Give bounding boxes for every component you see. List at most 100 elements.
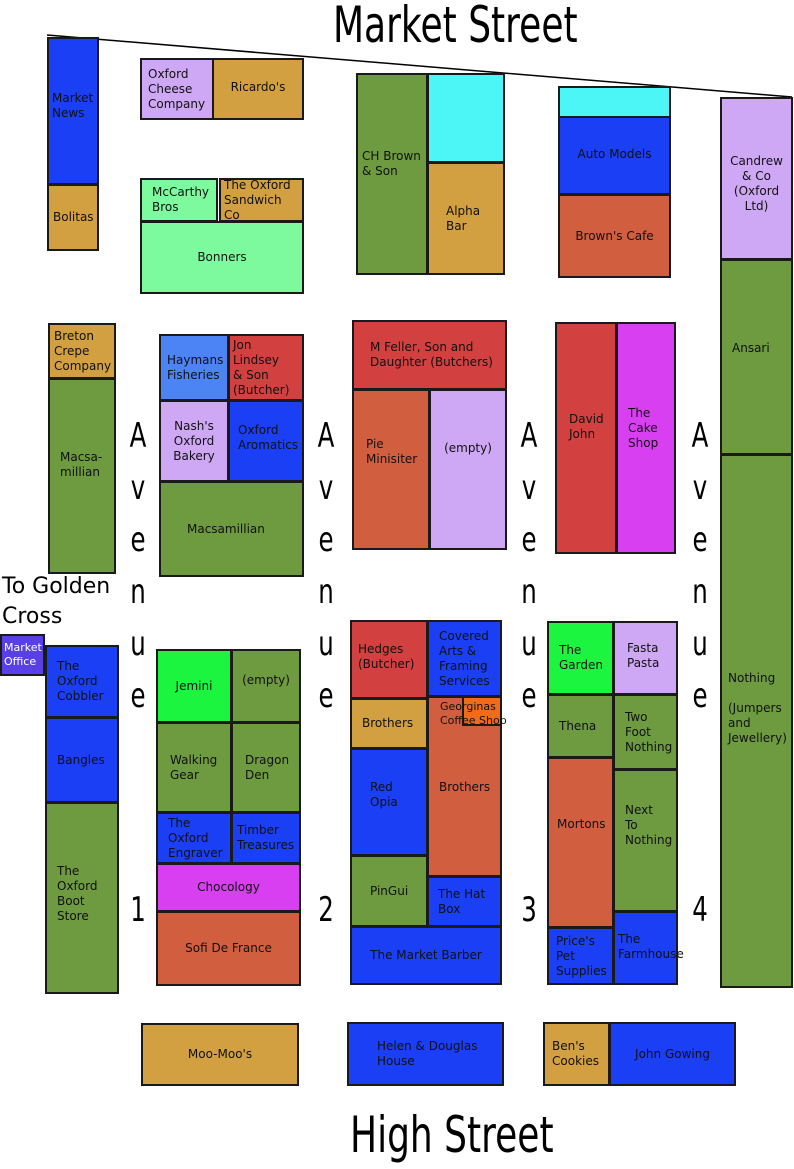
- shop-bangles[interactable]: Bangles: [45, 717, 119, 803]
- shop-thena[interactable]: Thena: [547, 694, 614, 758]
- shop-bonners[interactable]: Bonners: [140, 221, 304, 294]
- shop-empty-avenue2[interactable]: (empty): [429, 389, 507, 550]
- shop-label: The Oxford Boot Store: [57, 864, 98, 923]
- shop-label: Macsamillian: [187, 521, 265, 536]
- shop-pingui[interactable]: PinGui: [350, 855, 428, 927]
- shop-label: CH Brown & Son: [362, 149, 421, 178]
- avenue-4-number: 4: [692, 890, 708, 930]
- shop-label: Next To Nothing: [625, 803, 673, 847]
- shop-m-feller-butchers[interactable]: M Feller, Son and Daughter (Butchers): [352, 320, 507, 390]
- shop-label: Bolitas: [53, 210, 94, 224]
- shop-label: [439, 75, 500, 161]
- shop-label: [570, 88, 666, 116]
- shop-label: Alpha Bar: [446, 203, 481, 233]
- shop-label: Covered Arts & Framing Services: [439, 628, 490, 688]
- shop-cyan-unit[interactable]: [427, 73, 505, 163]
- shop-jemini[interactable]: Jemini: [156, 649, 232, 723]
- shop-the-hat-box[interactable]: The Hat Box: [427, 876, 502, 927]
- shop-label: Moo-Moo's: [187, 1047, 253, 1061]
- shop-david-john[interactable]: David John: [555, 322, 617, 554]
- shop-dragon-den[interactable]: Dragon Den: [231, 722, 301, 813]
- shop-helen-and-douglas-house[interactable]: Helen & Douglas House: [347, 1022, 504, 1086]
- shop-oxford-aromatics[interactable]: Oxford Aromatics: [228, 400, 304, 482]
- shop-label: Timber Treasures: [237, 823, 295, 852]
- shop-macsamillian[interactable]: Macsamillian: [159, 481, 304, 577]
- shop-label: Oxford Aromatics: [238, 423, 299, 452]
- shop-label: The Hat Box: [438, 886, 486, 916]
- shop-walking-gear[interactable]: Walking Gear: [156, 722, 232, 813]
- shop-label: Sofi De France: [185, 941, 272, 955]
- shop-ch-brown-and-son[interactable]: CH Brown & Son: [356, 73, 428, 275]
- avenue-3-number: 3: [521, 890, 537, 930]
- shop-label: Bonners: [197, 250, 247, 264]
- shop-candrew-and-co[interactable]: Candrew & Co (Oxford Ltd): [720, 97, 793, 260]
- shop-oxford-boot-store[interactable]: The Oxford Boot Store: [45, 802, 119, 994]
- high-street-label: High Street: [350, 1106, 554, 1164]
- shop-nothing-jumpers-jewellery[interactable]: Nothing (Jumpers and Jewellery): [720, 454, 793, 988]
- shop-timber-treasures[interactable]: Timber Treasures: [231, 812, 301, 864]
- shop-the-farmhouse[interactable]: The Farmhouse: [613, 911, 684, 985]
- shop-nashs-oxford-bakery[interactable]: Nash's Oxford Bakery: [159, 400, 229, 482]
- shop-the-garden[interactable]: The Garden: [547, 621, 614, 695]
- shop-label: Jon Lindsey & Son (Butcher): [233, 337, 290, 397]
- shop-label: M Feller, Son and Daughter (Butchers): [370, 340, 493, 369]
- shop-covered-arts-framing[interactable]: Covered Arts & Framing Services: [427, 620, 502, 697]
- shop-label: Brothers: [362, 716, 414, 730]
- shop-label: Oxford Cheese Company: [148, 66, 206, 111]
- shop-ansari[interactable]: Ansari: [720, 259, 793, 455]
- shop-oxford-sandwich-co[interactable]: The Oxford Sandwich Co: [219, 178, 304, 222]
- shop-brothers[interactable]: Brothers: [427, 696, 502, 877]
- shop-cyan-unit-2[interactable]: [558, 86, 671, 118]
- shop-jon-lindsey-and-son[interactable]: Jon Lindsey & Son (Butcher): [228, 334, 304, 401]
- shop-breton-crepe-company[interactable]: Breton Crepe Company: [48, 323, 116, 379]
- shop-bens-cookies[interactable]: Ben's Cookies: [543, 1022, 610, 1086]
- shop-next-to-nothing[interactable]: Next To Nothing: [613, 769, 678, 912]
- shop-two-foot-nothing[interactable]: Two Foot Nothing: [613, 694, 678, 770]
- shop-empty-avenue1[interactable]: (empty): [231, 649, 301, 723]
- shop-label: Price's Pet Supplies: [556, 933, 607, 978]
- shop-label: Helen & Douglas House: [377, 1039, 478, 1068]
- shop-prices-pet-supplies[interactable]: Price's Pet Supplies: [547, 927, 614, 985]
- shop-chocology[interactable]: Chocology: [156, 863, 301, 912]
- shop-browns-cafe[interactable]: Brown's Cafe: [558, 194, 671, 278]
- shop-sofi-de-france[interactable]: Sofi De France: [156, 911, 301, 986]
- shop-the-market-barber[interactable]: The Market Barber: [350, 926, 502, 985]
- shop-ricardos[interactable]: Ricardo's: [212, 58, 304, 120]
- shop-auto-models[interactable]: Auto Models: [558, 116, 671, 195]
- shop-label: Bangles: [57, 752, 105, 767]
- shop-haymans-fisheries[interactable]: Haymans Fisheries: [159, 334, 229, 401]
- shop-label: Red Opia: [370, 780, 398, 809]
- shop-bolitas[interactable]: Bolitas: [47, 184, 99, 251]
- shop-oxford-cobbler[interactable]: The Oxford Cobbler: [45, 645, 119, 718]
- shop-label: McCarthy Bros: [152, 185, 210, 214]
- shop-brothers-tan[interactable]: Brothers: [350, 698, 428, 749]
- shop-hedges-butcher[interactable]: Hedges (Butcher): [350, 620, 428, 699]
- shop-market-office[interactable]: Market Office: [0, 634, 45, 676]
- shop-red-opia[interactable]: Red Opia: [350, 748, 428, 856]
- shop-label: The Oxford Engraver: [168, 815, 223, 860]
- shop-label: The Farmhouse: [618, 932, 684, 961]
- shop-fasta-pasta[interactable]: Fasta Pasta: [613, 621, 678, 695]
- shop-label: Ansari: [732, 341, 770, 355]
- shop-oxford-cheese-company[interactable]: Oxford Cheese Company: [140, 58, 214, 120]
- shop-the-cake-shop[interactable]: The Cake Shop: [616, 322, 676, 554]
- shop-label: Brown's Cafe: [575, 229, 654, 243]
- shop-john-gowing[interactable]: John Gowing: [609, 1022, 736, 1086]
- shop-georginas-coffee-shop[interactable]: Georginas Coffee Shop: [440, 696, 507, 727]
- shop-oxford-engraver[interactable]: The Oxford Engraver: [156, 812, 232, 864]
- shop-label: The Garden: [559, 643, 603, 672]
- shop-macsamillian-left[interactable]: Macsa- millian: [48, 378, 116, 574]
- shop-mccarthy-bros[interactable]: McCarthy Bros: [140, 178, 218, 222]
- shop-moo-moos[interactable]: Moo-Moo's: [141, 1023, 299, 1086]
- shop-mortons[interactable]: Mortons: [547, 757, 614, 928]
- shop-label: Breton Crepe Company: [54, 328, 112, 373]
- shop-pie-minisiter[interactable]: Pie Minisiter: [352, 389, 430, 550]
- market-street-label: Market Street: [333, 0, 578, 54]
- shop-market-news[interactable]: Market News: [47, 37, 99, 185]
- shop-alpha-bar[interactable]: Alpha Bar: [427, 162, 505, 275]
